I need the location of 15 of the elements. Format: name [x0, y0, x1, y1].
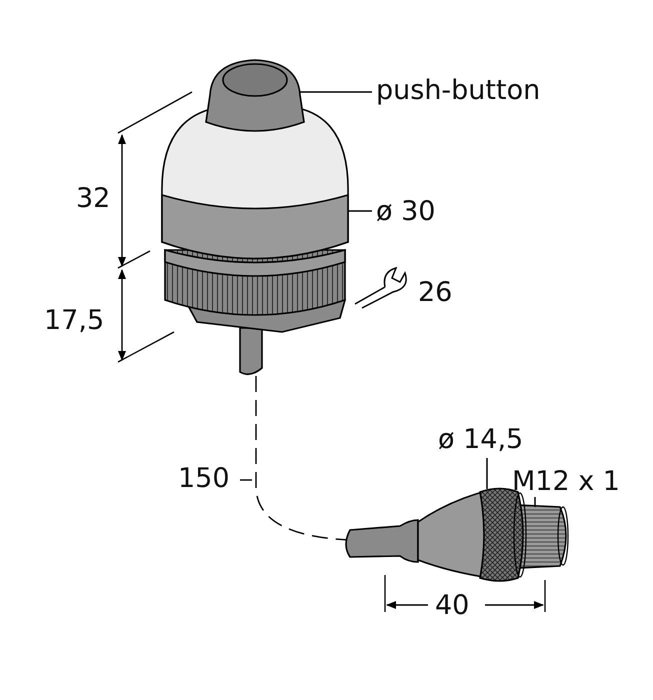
dimension-value: 17,5 — [44, 306, 104, 336]
callout-label: ø 30 — [376, 197, 436, 227]
dimension-value: 40 — [435, 591, 470, 621]
dimension-value: 32 — [76, 184, 110, 214]
callout-label: push-button — [376, 76, 540, 106]
leader-line — [348, 210, 372, 212]
dimension-value: 26 — [418, 278, 452, 308]
leader-line — [534, 497, 536, 507]
dimension-value: 150 — [178, 464, 230, 494]
dome-housing — [161, 107, 349, 260]
callout-label: M12 x 1 — [512, 467, 620, 497]
callout-label: ø 14,5 — [438, 425, 524, 455]
push-button-cap — [205, 59, 305, 132]
leader-line — [486, 458, 488, 489]
leader-line — [300, 91, 372, 93]
